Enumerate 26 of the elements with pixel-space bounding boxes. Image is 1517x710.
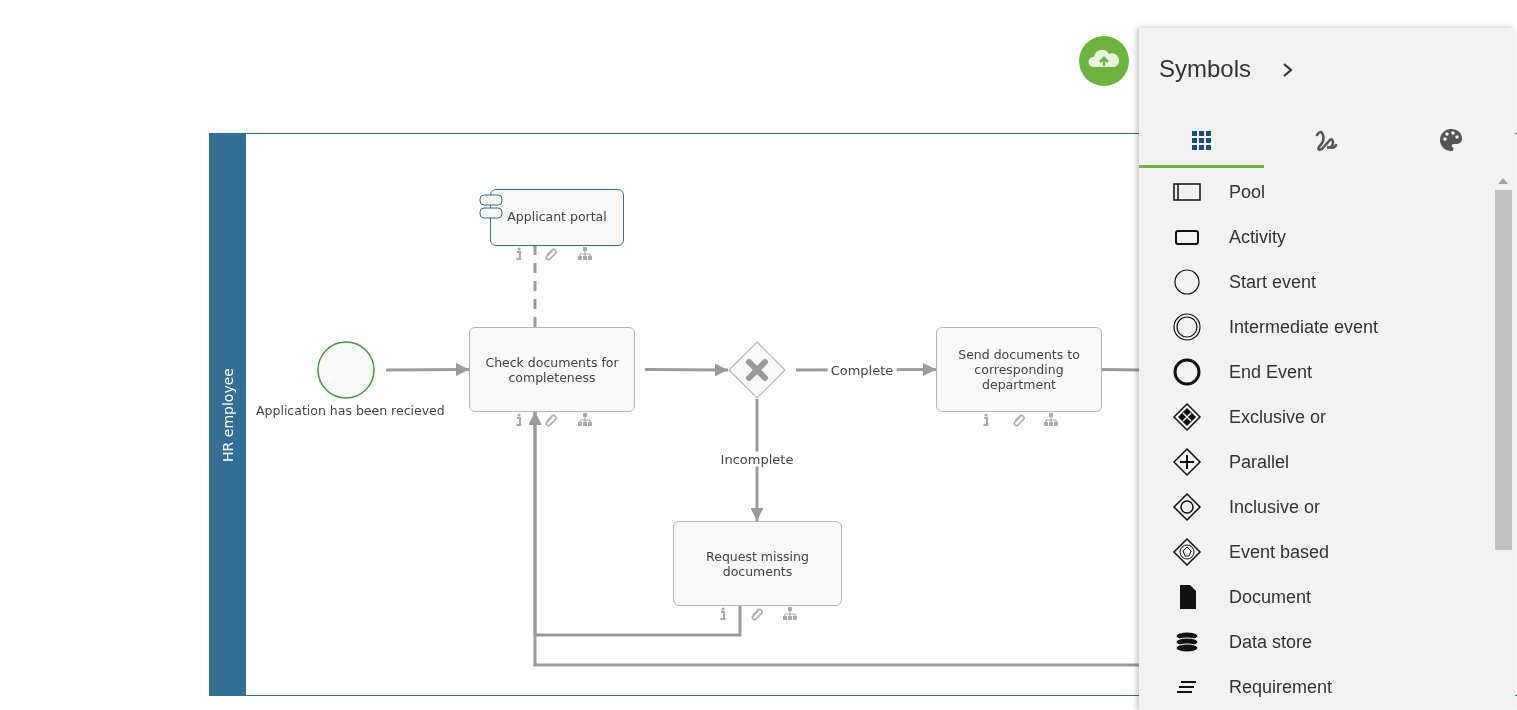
lane-label: HR employee	[220, 367, 236, 462]
symbol-name: Document	[1229, 586, 1312, 608]
task-box: Send documents to corresponding department	[936, 327, 1102, 412]
symbol-name: Activity	[1229, 226, 1286, 248]
symbol-name: Intermediate event	[1229, 316, 1379, 338]
symbol-name: Parallel	[1229, 451, 1290, 473]
symbol-name: Start event	[1229, 271, 1317, 293]
symbol-name: End Event	[1229, 361, 1313, 383]
arrow	[386, 363, 469, 377]
symbol-name: Event based	[1229, 541, 1330, 563]
event-label: Application has been recieved	[256, 403, 445, 418]
edge-label: Complete	[827, 362, 897, 378]
arrow	[528, 412, 1140, 667]
symbol-name: Data store	[1229, 631, 1313, 653]
gateway-diamond	[728, 341, 786, 399]
symbol-name: Pool	[1229, 181, 1266, 203]
task-box: Check documents for completeness	[469, 327, 635, 412]
symbol-name: Inclusive or	[1229, 496, 1321, 518]
symbol-name: Requirement	[1229, 676, 1333, 698]
start-event-circle	[317, 341, 375, 399]
arrow	[645, 363, 728, 377]
system-name: Applicant portal	[507, 209, 607, 224]
arrow	[750, 399, 764, 521]
panel-title: Symbols	[1159, 55, 1252, 83]
symbol-name: Exclusive or	[1229, 406, 1327, 428]
task-box: Request missing documents	[673, 521, 842, 606]
